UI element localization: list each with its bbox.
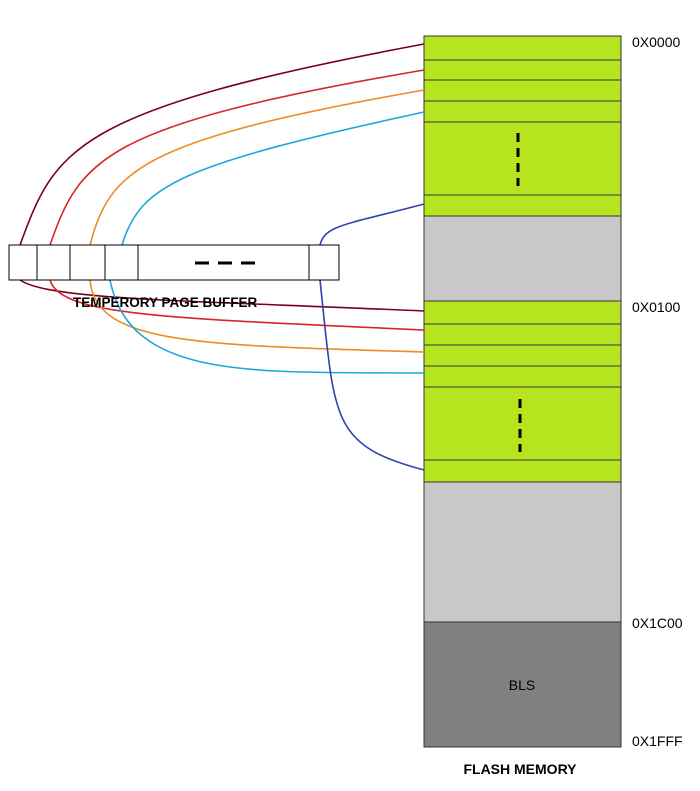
bls-label: BLS: [509, 677, 535, 693]
wire-last-cell-to-page-1: [319, 279, 425, 471]
address-labels: 0X0000 0X0100 0X1C00 0X1FFF: [632, 34, 683, 749]
flash-memory-title: FLASH MEMORY: [463, 761, 577, 777]
wire-cell-2-to-page-0: [49, 69, 425, 246]
page-buffer-cell-dividers: [36, 245, 310, 280]
wire-cell-3-to-page-1: [89, 279, 425, 353]
bls-block: [423, 621, 622, 748]
wire-cell-1-to-page-1: [19, 279, 425, 312]
wire-cell-3-to-page-0: [89, 89, 425, 246]
page-buffer: TEMPERORY PAGE BUFFER: [8, 244, 340, 310]
flash-page-0-row-lines: [424, 59, 621, 196]
flash-gap-1: [423, 215, 622, 302]
address-0x0100: 0X0100: [632, 299, 680, 315]
flash-page-0: [423, 35, 622, 217]
wire-cell-4-to-page-1: [109, 279, 425, 374]
address-0x1fff: 0X1FFF: [632, 733, 683, 749]
wire-last-cell-to-page-0: [319, 203, 425, 246]
address-0x0000: 0X0000: [632, 34, 680, 50]
flash-page-1: [423, 300, 622, 483]
page-buffer-frame: [8, 244, 340, 281]
buffer-to-flash-wires: [19, 43, 425, 471]
wire-cell-4-to-page-0: [121, 111, 425, 246]
page-buffer-title: TEMPERORY PAGE BUFFER: [73, 295, 258, 310]
wire-cell-1-to-page-0: [19, 43, 425, 246]
wire-cell-2-to-page-1: [49, 279, 425, 331]
flash-gap-2: [423, 481, 622, 623]
flash-memory-column: BLS: [423, 35, 622, 748]
flash-page-1-row-lines: [424, 323, 621, 461]
address-0x1c00: 0X1C00: [632, 615, 683, 631]
